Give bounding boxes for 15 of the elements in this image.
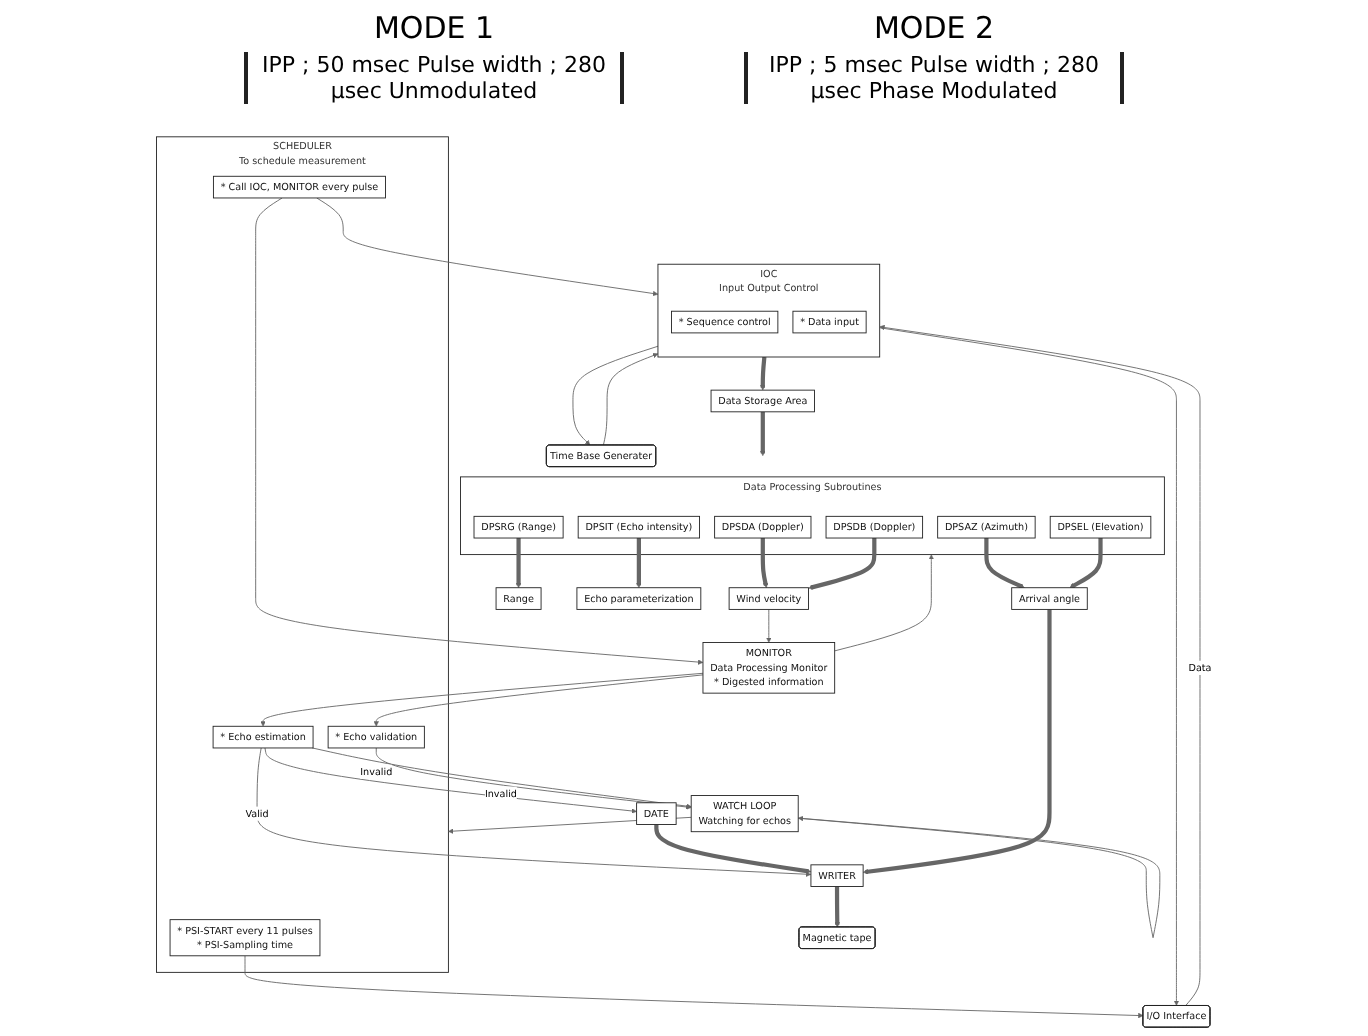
mode-heading: MODE 2 xyxy=(873,10,995,46)
arrow xyxy=(515,538,522,588)
mode-heading: MODE 1 xyxy=(373,10,495,46)
arrow xyxy=(760,538,768,588)
mode-parameters: IPP ; 5 msec Pulse width ; 280 μsec Phase Modulated xyxy=(744,52,1124,104)
arrow xyxy=(636,538,642,588)
arrow xyxy=(760,411,766,457)
arrow xyxy=(1069,538,1103,589)
arrow xyxy=(760,356,767,391)
arrow xyxy=(862,609,1052,875)
arrow xyxy=(834,886,840,928)
arrow xyxy=(654,824,812,874)
mode-parameters: IPP ; 50 msec Pulse width ; 280 μsec Unmodulated xyxy=(244,52,624,104)
arrow xyxy=(984,538,1025,589)
arrow xyxy=(808,538,877,590)
